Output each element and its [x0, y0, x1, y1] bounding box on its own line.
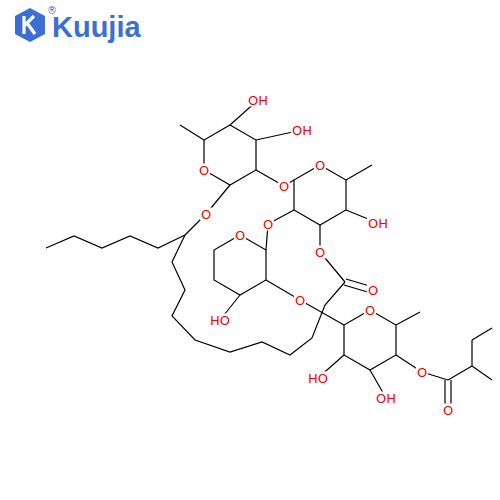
- atom-label: O: [367, 284, 379, 297]
- registered-mark: ®: [47, 6, 57, 16]
- atom-label: O: [234, 229, 246, 242]
- atom-label: O: [314, 246, 326, 259]
- atom-label: O: [416, 366, 428, 379]
- atom-label: O: [278, 180, 290, 193]
- atom-label: O: [262, 218, 274, 231]
- bond-lines: [46, 100, 492, 406]
- atom-label: OH: [375, 392, 397, 405]
- atom-label: O: [198, 164, 210, 177]
- logo-icon: [15, 8, 45, 42]
- atom-label: O: [294, 294, 306, 307]
- atom-label: OH: [291, 124, 313, 137]
- atom-label: O: [314, 159, 326, 172]
- atom-label: O: [442, 404, 454, 417]
- atom-label: HO: [209, 314, 231, 327]
- atom-label: O: [364, 304, 376, 317]
- atom-label: O: [200, 208, 212, 221]
- atom-label: OH: [367, 217, 389, 230]
- brand-name: Kuujia: [52, 13, 141, 42]
- atom-label: HO: [307, 372, 329, 385]
- atom-label: OH: [247, 94, 269, 107]
